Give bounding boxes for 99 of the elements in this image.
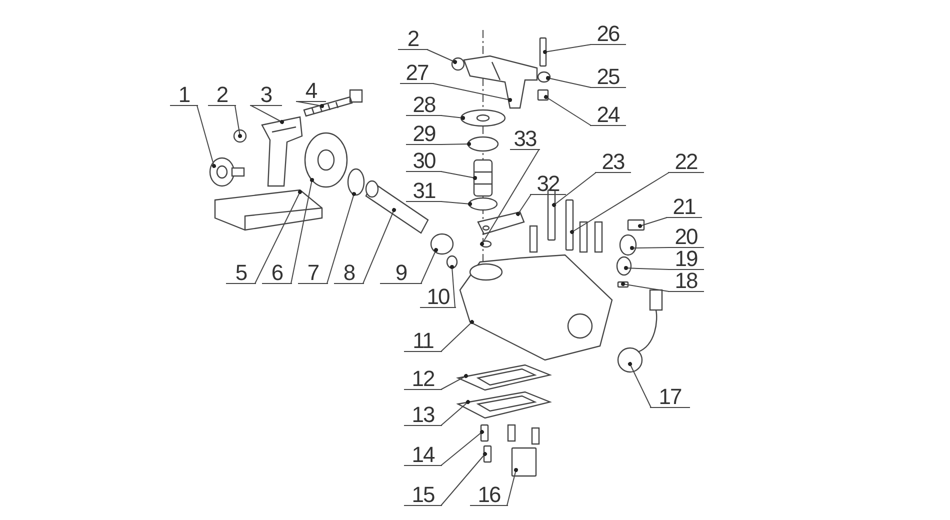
o-ring-drawing bbox=[446, 255, 458, 269]
base-plate-drawing bbox=[214, 189, 323, 231]
leader-line bbox=[440, 400, 470, 426]
nut-drawing bbox=[451, 57, 465, 71]
callout-number: 15 bbox=[404, 484, 442, 506]
leader-line bbox=[630, 246, 670, 250]
leader-line bbox=[506, 468, 518, 506]
leader-line bbox=[362, 208, 396, 284]
cup-drawing bbox=[511, 447, 537, 477]
callout-number: 2 bbox=[208, 84, 236, 106]
callout-number: 22 bbox=[668, 151, 704, 173]
leader-line bbox=[450, 265, 456, 308]
callout-number: 23 bbox=[595, 151, 631, 173]
callout-number: 31 bbox=[406, 180, 442, 202]
callout-number: 17 bbox=[650, 386, 690, 408]
shaft-drawing bbox=[473, 159, 493, 197]
callout-number: 9 bbox=[380, 262, 422, 284]
callout-number: 19 bbox=[668, 248, 704, 270]
leader-line bbox=[196, 105, 216, 168]
leader-line bbox=[570, 172, 670, 234]
ring-drawing bbox=[304, 132, 348, 188]
leader-line bbox=[296, 101, 324, 108]
screw-drawing bbox=[483, 445, 492, 463]
leader-line bbox=[426, 49, 457, 64]
leader-line bbox=[290, 178, 314, 284]
washer-drawing bbox=[460, 109, 506, 127]
bearing-drawing bbox=[467, 136, 499, 152]
screw-drawing bbox=[480, 424, 489, 442]
leader-line bbox=[250, 105, 284, 124]
leader-line bbox=[543, 44, 592, 54]
callout-number: 10 bbox=[420, 286, 456, 308]
leader-line bbox=[326, 192, 356, 284]
callout-number: 27 bbox=[400, 62, 434, 84]
leader-line bbox=[420, 248, 438, 284]
callout-number: 11 bbox=[404, 330, 442, 352]
housing-drawing bbox=[459, 254, 613, 361]
leader-line bbox=[432, 83, 512, 102]
callout-number: 24 bbox=[590, 104, 626, 126]
leader-line bbox=[440, 115, 465, 120]
callout-number: 25 bbox=[590, 66, 626, 88]
callout-number: 8 bbox=[334, 262, 364, 284]
leader-line bbox=[440, 171, 477, 180]
callout-number: 4 bbox=[296, 80, 326, 102]
callout-number: 3 bbox=[250, 84, 282, 106]
callout-number: 1 bbox=[170, 84, 198, 106]
leader-line bbox=[254, 190, 302, 284]
leader-line bbox=[440, 430, 484, 466]
leader-line bbox=[546, 76, 592, 88]
callout-number: 16 bbox=[470, 484, 508, 506]
leader-line bbox=[621, 282, 670, 292]
callout-number: 29 bbox=[406, 123, 442, 145]
leader-line bbox=[440, 201, 472, 206]
callout-number: 32 bbox=[530, 173, 566, 195]
seal-ring-drawing bbox=[616, 256, 632, 276]
leader-line bbox=[480, 149, 540, 246]
leader-line bbox=[440, 320, 474, 352]
leader-line bbox=[628, 362, 652, 408]
callout-number: 14 bbox=[404, 444, 442, 466]
callout-number: 26 bbox=[590, 23, 626, 45]
clevis-drawing bbox=[537, 71, 551, 83]
knob-drawing bbox=[209, 157, 245, 187]
callout-number: 2 bbox=[398, 28, 428, 50]
leader-line bbox=[234, 105, 242, 138]
snap-ring-drawing bbox=[480, 240, 492, 248]
bearing-drawing bbox=[468, 197, 498, 211]
fitting-drawing bbox=[627, 219, 645, 231]
callout-number: 33 bbox=[510, 128, 540, 150]
nut-drawing bbox=[537, 89, 549, 101]
gasket-drawing bbox=[456, 391, 552, 419]
gasket-drawing bbox=[456, 364, 552, 391]
callout-number: 21 bbox=[666, 196, 702, 218]
leader-line bbox=[638, 217, 668, 228]
callout-number: 28 bbox=[406, 94, 442, 116]
callout-number: 5 bbox=[226, 262, 256, 284]
nut-drawing bbox=[233, 129, 247, 143]
sensor-drawing bbox=[617, 289, 663, 373]
pin-drawing bbox=[539, 37, 547, 67]
lever-drawing bbox=[477, 211, 525, 235]
pin-drawing bbox=[617, 281, 629, 288]
callout-number: 20 bbox=[668, 226, 704, 248]
leader-line bbox=[440, 142, 471, 146]
plug-drawing bbox=[619, 234, 637, 256]
lever-arm-drawing bbox=[463, 55, 538, 109]
callout-number: 18 bbox=[668, 270, 704, 292]
leader-line bbox=[624, 266, 670, 270]
callout-number: 7 bbox=[298, 262, 328, 284]
callout-number: 30 bbox=[406, 150, 442, 172]
callout-number: 12 bbox=[404, 368, 442, 390]
leader-line bbox=[552, 172, 596, 207]
bracket-drawing bbox=[261, 116, 303, 187]
leader-line bbox=[544, 95, 592, 126]
leader-line bbox=[440, 374, 468, 390]
shaft-end-drawing bbox=[430, 233, 454, 255]
leader-line bbox=[440, 452, 487, 506]
leader-line bbox=[516, 194, 532, 216]
bolt-drawing bbox=[565, 199, 574, 251]
callout-number: 6 bbox=[262, 262, 292, 284]
bearing-drawing bbox=[347, 168, 365, 196]
callout-number: 13 bbox=[404, 404, 442, 426]
